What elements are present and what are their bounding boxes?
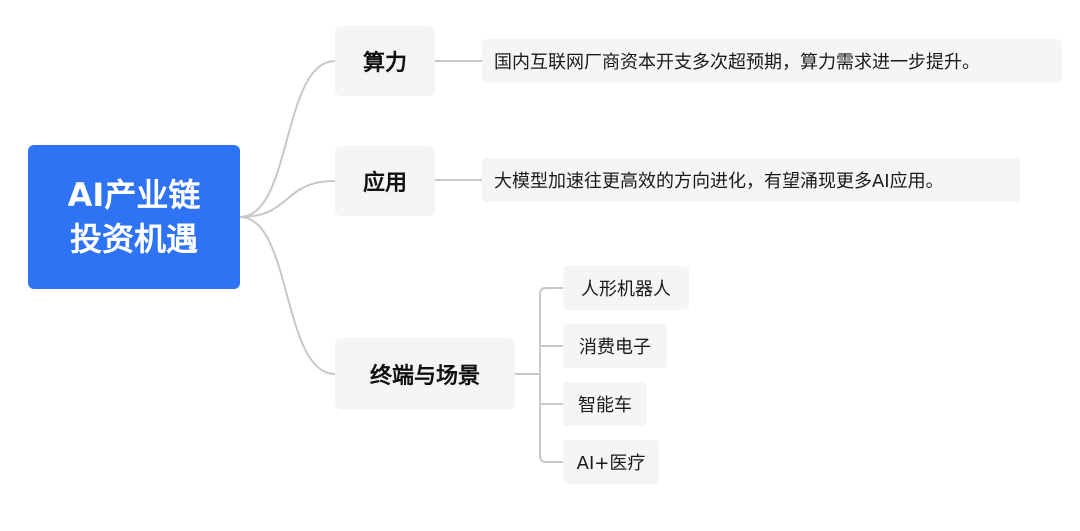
compute-detail[interactable]: 国内互联网厂商资本开支多次超预期，算力需求进一步提升。 (482, 39, 1062, 83)
leaf-consumer-electronics[interactable]: 消费电子 (563, 324, 667, 368)
leaf-consumer-electronics-label: 消费电子 (579, 337, 651, 358)
root-node[interactable]: AI产业链 投资机遇 (28, 145, 240, 289)
compute-detail-text: 国内互联网厂商资本开支多次超预期，算力需求进一步提升。 (494, 52, 980, 73)
connector-root-to-terminal (239, 216, 336, 375)
connector-terminal-bracket (539, 287, 564, 463)
leaf-ai-healthcare-label: AI+医疗 (576, 453, 646, 474)
branch-compute-label: 算力 (362, 51, 407, 76)
leaf-ai-healthcare[interactable]: AI+医疗 (563, 440, 659, 484)
connector-root-to-application (239, 180, 336, 218)
branch-compute[interactable]: 算力 (335, 26, 435, 96)
leaf-smart-car[interactable]: 智能车 (563, 382, 647, 426)
root-title-line1: AI产业链 (67, 176, 201, 214)
connector-root-to-compute (239, 60, 336, 218)
leaf-humanoid-robot[interactable]: 人形机器人 (563, 266, 689, 310)
branch-terminal-label: 终端与场景 (369, 364, 480, 389)
branch-application[interactable]: 应用 (335, 146, 435, 216)
leaf-humanoid-robot-label: 人形机器人 (581, 279, 671, 300)
branch-application-label: 应用 (362, 171, 407, 196)
leaf-smart-car-label: 智能车 (578, 395, 632, 416)
root-title-line2: 投资机遇 (69, 220, 198, 258)
branch-terminal-scenarios[interactable]: 终端与场景 (335, 338, 515, 410)
application-detail[interactable]: 大模型加速往更高效的方向进化，有望涌现更多AI应用。 (482, 158, 1020, 202)
application-detail-text: 大模型加速往更高效的方向进化，有望涌现更多AI应用。 (494, 171, 944, 192)
